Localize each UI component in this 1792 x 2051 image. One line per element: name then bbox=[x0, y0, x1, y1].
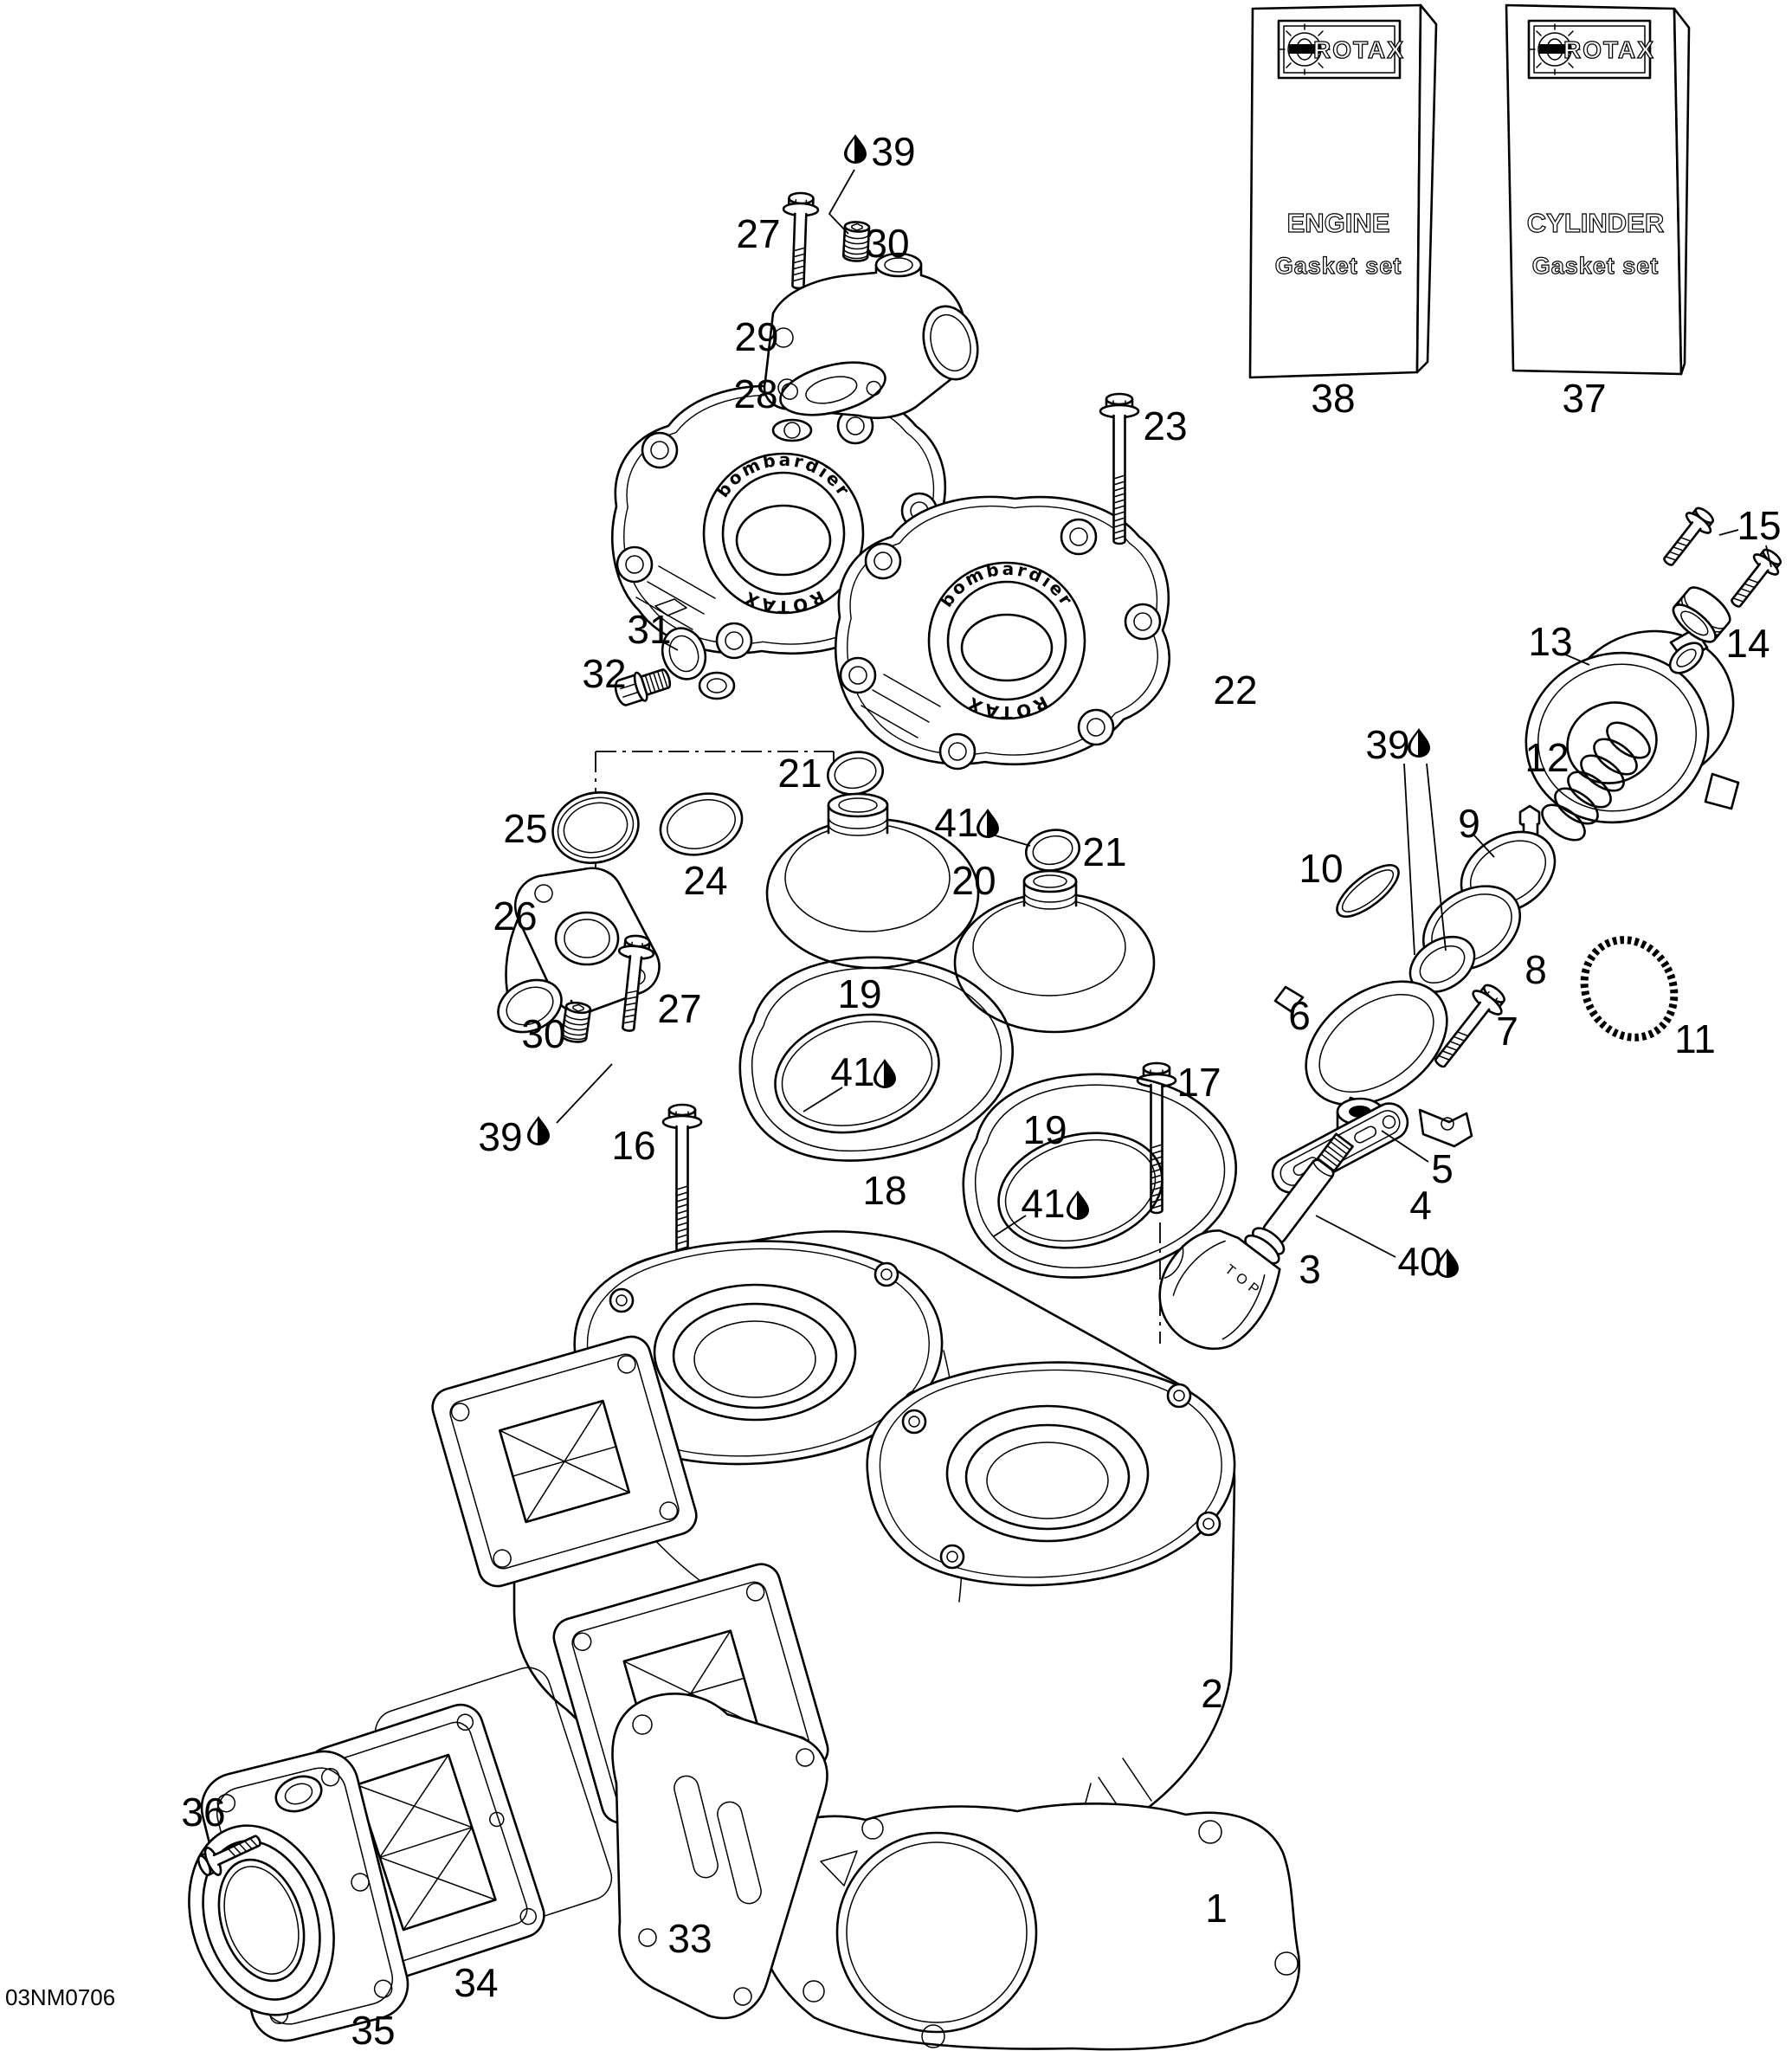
callout-29: 29 bbox=[734, 314, 778, 359]
callout-41-rear-gasket: 41 bbox=[1021, 1181, 1065, 1226]
package-title: CYLINDER bbox=[1527, 208, 1664, 238]
callout-23: 23 bbox=[1143, 403, 1187, 448]
callout-33: 33 bbox=[667, 1916, 712, 1961]
callout-2: 2 bbox=[1201, 1671, 1223, 1716]
callout-21-front: 21 bbox=[777, 751, 822, 796]
callout-5: 5 bbox=[1431, 1146, 1454, 1191]
callout-10: 10 bbox=[1299, 846, 1343, 891]
callout-3: 3 bbox=[1299, 1247, 1321, 1292]
oil-drop-icon bbox=[873, 1059, 896, 1088]
callout-8: 8 bbox=[1524, 947, 1547, 992]
part-fitting-14 bbox=[1672, 586, 1731, 643]
bolt-27-top bbox=[779, 191, 820, 290]
callout-1: 1 bbox=[1205, 1886, 1228, 1931]
callout-24: 24 bbox=[683, 858, 727, 903]
callout-41-top: 41 bbox=[934, 800, 978, 845]
part-head-cover-gasket-front bbox=[738, 956, 1014, 1162]
part-valve-piston-9 bbox=[1460, 804, 1557, 915]
callout-6: 6 bbox=[1288, 993, 1311, 1038]
part-valve-shaft-3: TOP bbox=[1158, 1132, 1354, 1350]
callout-30-lower: 30 bbox=[521, 1011, 565, 1056]
bolt-17 bbox=[1136, 1061, 1177, 1215]
oil-drop-icon bbox=[977, 809, 999, 838]
callout-22: 22 bbox=[1213, 668, 1257, 713]
callout-25: 25 bbox=[503, 806, 547, 851]
plug-30-lower bbox=[560, 1000, 592, 1045]
callout-39-top: 39 bbox=[871, 129, 915, 174]
callout-32: 32 bbox=[582, 651, 626, 696]
callout-20: 20 bbox=[951, 858, 996, 903]
callout-14: 14 bbox=[1725, 621, 1769, 666]
part-oring-24 bbox=[659, 792, 744, 856]
part-ring-11 bbox=[1580, 936, 1679, 1042]
part-oring-21-front bbox=[827, 751, 884, 796]
callout-18: 18 bbox=[862, 1168, 906, 1213]
part-dome-insert-rear bbox=[953, 869, 1156, 1034]
package-title: ENGINE bbox=[1287, 208, 1390, 238]
callout-34: 34 bbox=[454, 1960, 498, 2005]
leader-lines bbox=[556, 169, 1772, 1258]
callout-39-left: 39 bbox=[478, 1114, 522, 1159]
brand-text: ROTAX bbox=[1563, 36, 1655, 63]
callout-31: 31 bbox=[627, 607, 671, 652]
callout-21-rear: 21 bbox=[1082, 829, 1126, 874]
oil-drop-icon bbox=[1067, 1190, 1089, 1220]
part-cylinder-head-cover-front: bombardier ROTAX bbox=[611, 384, 948, 700]
oil-drop-icon bbox=[1408, 728, 1430, 758]
part-cylinder-head-cover-rear: bombardier ROTAX bbox=[835, 495, 1171, 771]
callout-13: 13 bbox=[1528, 619, 1572, 664]
callout-7: 7 bbox=[1496, 1009, 1518, 1054]
package-engine-gasket-set: ROTAX ENGINE Gasket set bbox=[1248, 3, 1438, 379]
part-intake-socket-35 bbox=[188, 1750, 409, 2042]
callout-26: 26 bbox=[493, 893, 537, 938]
drawing-code: 03NM0706 bbox=[5, 1984, 115, 2010]
callout-37: 37 bbox=[1562, 376, 1606, 421]
callout-39-right: 39 bbox=[1365, 722, 1409, 767]
part-rave-housing-13 bbox=[1524, 627, 1740, 824]
callout-9: 9 bbox=[1458, 801, 1480, 846]
callout-27-top: 27 bbox=[736, 211, 780, 256]
bolt-15-b bbox=[1721, 543, 1788, 616]
part-base-gasket bbox=[751, 1803, 1300, 2051]
rotax-gear-icon bbox=[1279, 23, 1331, 75]
callout-19-front: 19 bbox=[837, 971, 881, 1016]
part-head-cover-gasket-rear bbox=[962, 1073, 1237, 1279]
bolt-16 bbox=[661, 1103, 703, 1256]
part-plug-32 bbox=[614, 668, 672, 706]
oil-drop-icon bbox=[527, 1116, 550, 1145]
rotax-gear-icon bbox=[1529, 23, 1581, 75]
bolt-15-a bbox=[1653, 501, 1720, 574]
callout-28: 28 bbox=[733, 371, 777, 416]
intake-flange-front bbox=[431, 1335, 698, 1588]
callout-4: 4 bbox=[1409, 1183, 1432, 1228]
brand-text: ROTAX bbox=[1313, 36, 1405, 63]
callout-11: 11 bbox=[1674, 1016, 1716, 1061]
callout-35: 35 bbox=[351, 2008, 395, 2051]
oil-drop-icon bbox=[844, 134, 867, 164]
part-outlet-gasket-28 bbox=[779, 361, 886, 416]
callout-30-top: 30 bbox=[865, 221, 909, 266]
callout-15: 15 bbox=[1737, 503, 1781, 548]
callout-27-lower: 27 bbox=[657, 986, 701, 1031]
part-oring-10 bbox=[1336, 864, 1400, 918]
callout-19-rear: 19 bbox=[1022, 1107, 1067, 1152]
part-oring-25 bbox=[551, 791, 640, 864]
part-drain-socket-26 bbox=[497, 867, 661, 1034]
callout-36: 36 bbox=[181, 1790, 225, 1835]
part-oring-21-rear bbox=[1025, 829, 1080, 872]
package-subtitle: Gasket set bbox=[1275, 253, 1402, 279]
package-cylinder-gasket-set: ROTAX CYLINDER Gasket set bbox=[1505, 3, 1691, 376]
package-subtitle: Gasket set bbox=[1532, 253, 1660, 279]
callout-38: 38 bbox=[1311, 376, 1355, 421]
callout-41-front-gasket: 41 bbox=[830, 1049, 874, 1094]
callout-12: 12 bbox=[1524, 735, 1569, 780]
part-spring-12 bbox=[1541, 721, 1651, 842]
part-oring-31 bbox=[661, 627, 707, 680]
callout-labels: 39 27 30 29 28 23 22 31 32 25 24 21 41 2… bbox=[181, 129, 1781, 2051]
part-reed-gasket-33 bbox=[611, 1693, 828, 2020]
callout-17: 17 bbox=[1176, 1060, 1221, 1105]
callout-16: 16 bbox=[611, 1123, 655, 1168]
callout-40: 40 bbox=[1397, 1239, 1441, 1284]
